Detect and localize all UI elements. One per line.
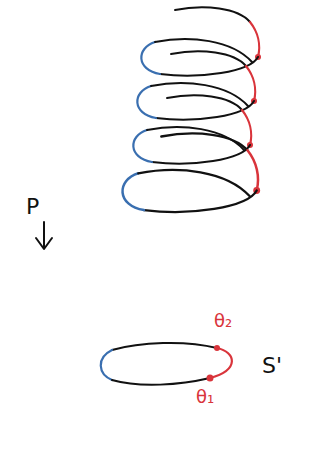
force-label: P — [26, 196, 39, 218]
direction-arrow — [36, 222, 52, 249]
surface-label: S' — [262, 355, 282, 377]
bottom-loop — [101, 343, 232, 385]
angle-label: θ₁ — [196, 388, 214, 406]
angle-label: θ₂ — [214, 312, 232, 330]
helix-turns — [123, 7, 261, 212]
